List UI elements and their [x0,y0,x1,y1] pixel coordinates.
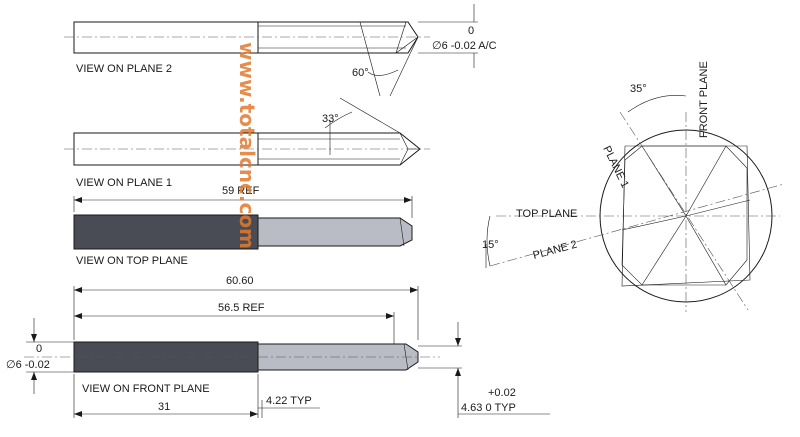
label-plane-1: PLANE 1 [600,144,631,190]
dim-typ-422: 4.22 TYP [266,395,312,407]
dim-angle-60: 60° [352,67,369,79]
view-plane-2 [64,4,478,97]
view-plane-1 [64,97,430,166]
dim-angle-33: 33° [322,113,339,125]
dim-angle-35: 35° [630,83,647,95]
watermark-text: www.totalcnc.com [235,42,259,249]
dim-tol-plus: +0.02 [488,387,516,399]
view-front-plane [24,286,550,418]
label-view-plane1: VIEW ON PLANE 1 [76,177,172,189]
label-view-plane2: VIEW ON PLANE 2 [76,63,172,75]
label-view-front: VIEW ON FRONT PLANE [82,383,210,395]
shank-top [73,214,259,250]
dim-angle-15: 15° [482,239,499,251]
label-front-plane: FRONT PLANE [698,61,710,138]
dim-length-31: 31 [158,401,170,413]
dim-diameter-left: ∅6 -0.02 [6,359,50,371]
dim-tol-left-zero: 0 [36,343,42,355]
end-view-section [485,95,785,312]
tip-top [257,217,413,247]
dim-ref-565: 56.5 REF [218,302,265,314]
label-view-top: VIEW ON TOP PLANE [76,255,188,267]
dim-length-463: 4.63 0 TYP [461,402,516,414]
shank-plane2 [73,21,259,54]
dim-length-6060: 60.60 [226,275,254,287]
dim-ref-59: 59 REF [222,185,260,197]
dim-tol-top-zero: 0 [468,25,474,37]
dim-diameter-top: ∅6 -0.02 A/C [432,40,497,52]
view-top-plane [73,196,413,250]
label-top-plane: TOP PLANE [516,208,577,220]
tip-plane2 [257,21,419,54]
label-plane-2: PLANE 2 [532,239,579,262]
